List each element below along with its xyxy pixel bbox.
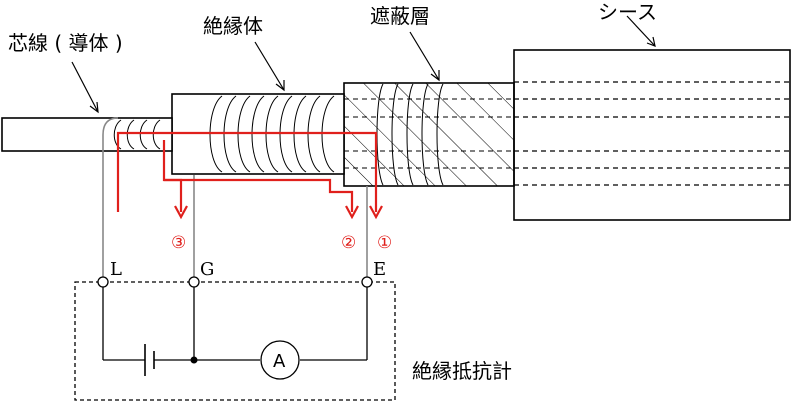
path-numbers: ③ ② ① [171, 233, 392, 253]
shield-layer [343, 82, 515, 187]
battery-symbol [144, 344, 155, 376]
insulator-label: 絶縁体 [203, 14, 263, 38]
path-3-line [164, 178, 183, 212]
path-2-line [162, 140, 354, 212]
ammeter-symbol: A [273, 351, 286, 372]
terminals: L G E [97, 259, 386, 288]
current-paths [116, 131, 378, 212]
terminal-g [188, 276, 200, 288]
lead-wires [102, 117, 368, 278]
terminal-g-label: G [200, 259, 214, 280]
path-1-number: ① [377, 233, 392, 253]
leader-lines [71, 15, 656, 114]
meter-label: 絶縁抵抗計 [412, 359, 512, 383]
shield-label: 遮蔽層 [370, 4, 430, 28]
core-label: 芯線 ( 導体 ) [8, 31, 123, 55]
insulation-tester: A [74, 281, 396, 401]
sheath-label: シース [598, 0, 657, 24]
terminal-e [361, 276, 373, 288]
arrow-2 [345, 205, 359, 220]
terminal-l-label: L [110, 259, 122, 280]
junction-dot [190, 356, 198, 364]
ammeter [260, 340, 300, 380]
path-3-number: ③ [171, 233, 186, 253]
terminal-l [97, 276, 109, 288]
sheath-layer [513, 49, 791, 221]
terminal-e-label: E [373, 259, 386, 280]
path-2-number: ② [341, 233, 356, 253]
current-arrowheads [174, 205, 383, 220]
arrow-1 [369, 205, 383, 220]
arrow-3 [174, 205, 188, 220]
core-conductor [1, 117, 173, 152]
path-1-line [116, 131, 378, 212]
